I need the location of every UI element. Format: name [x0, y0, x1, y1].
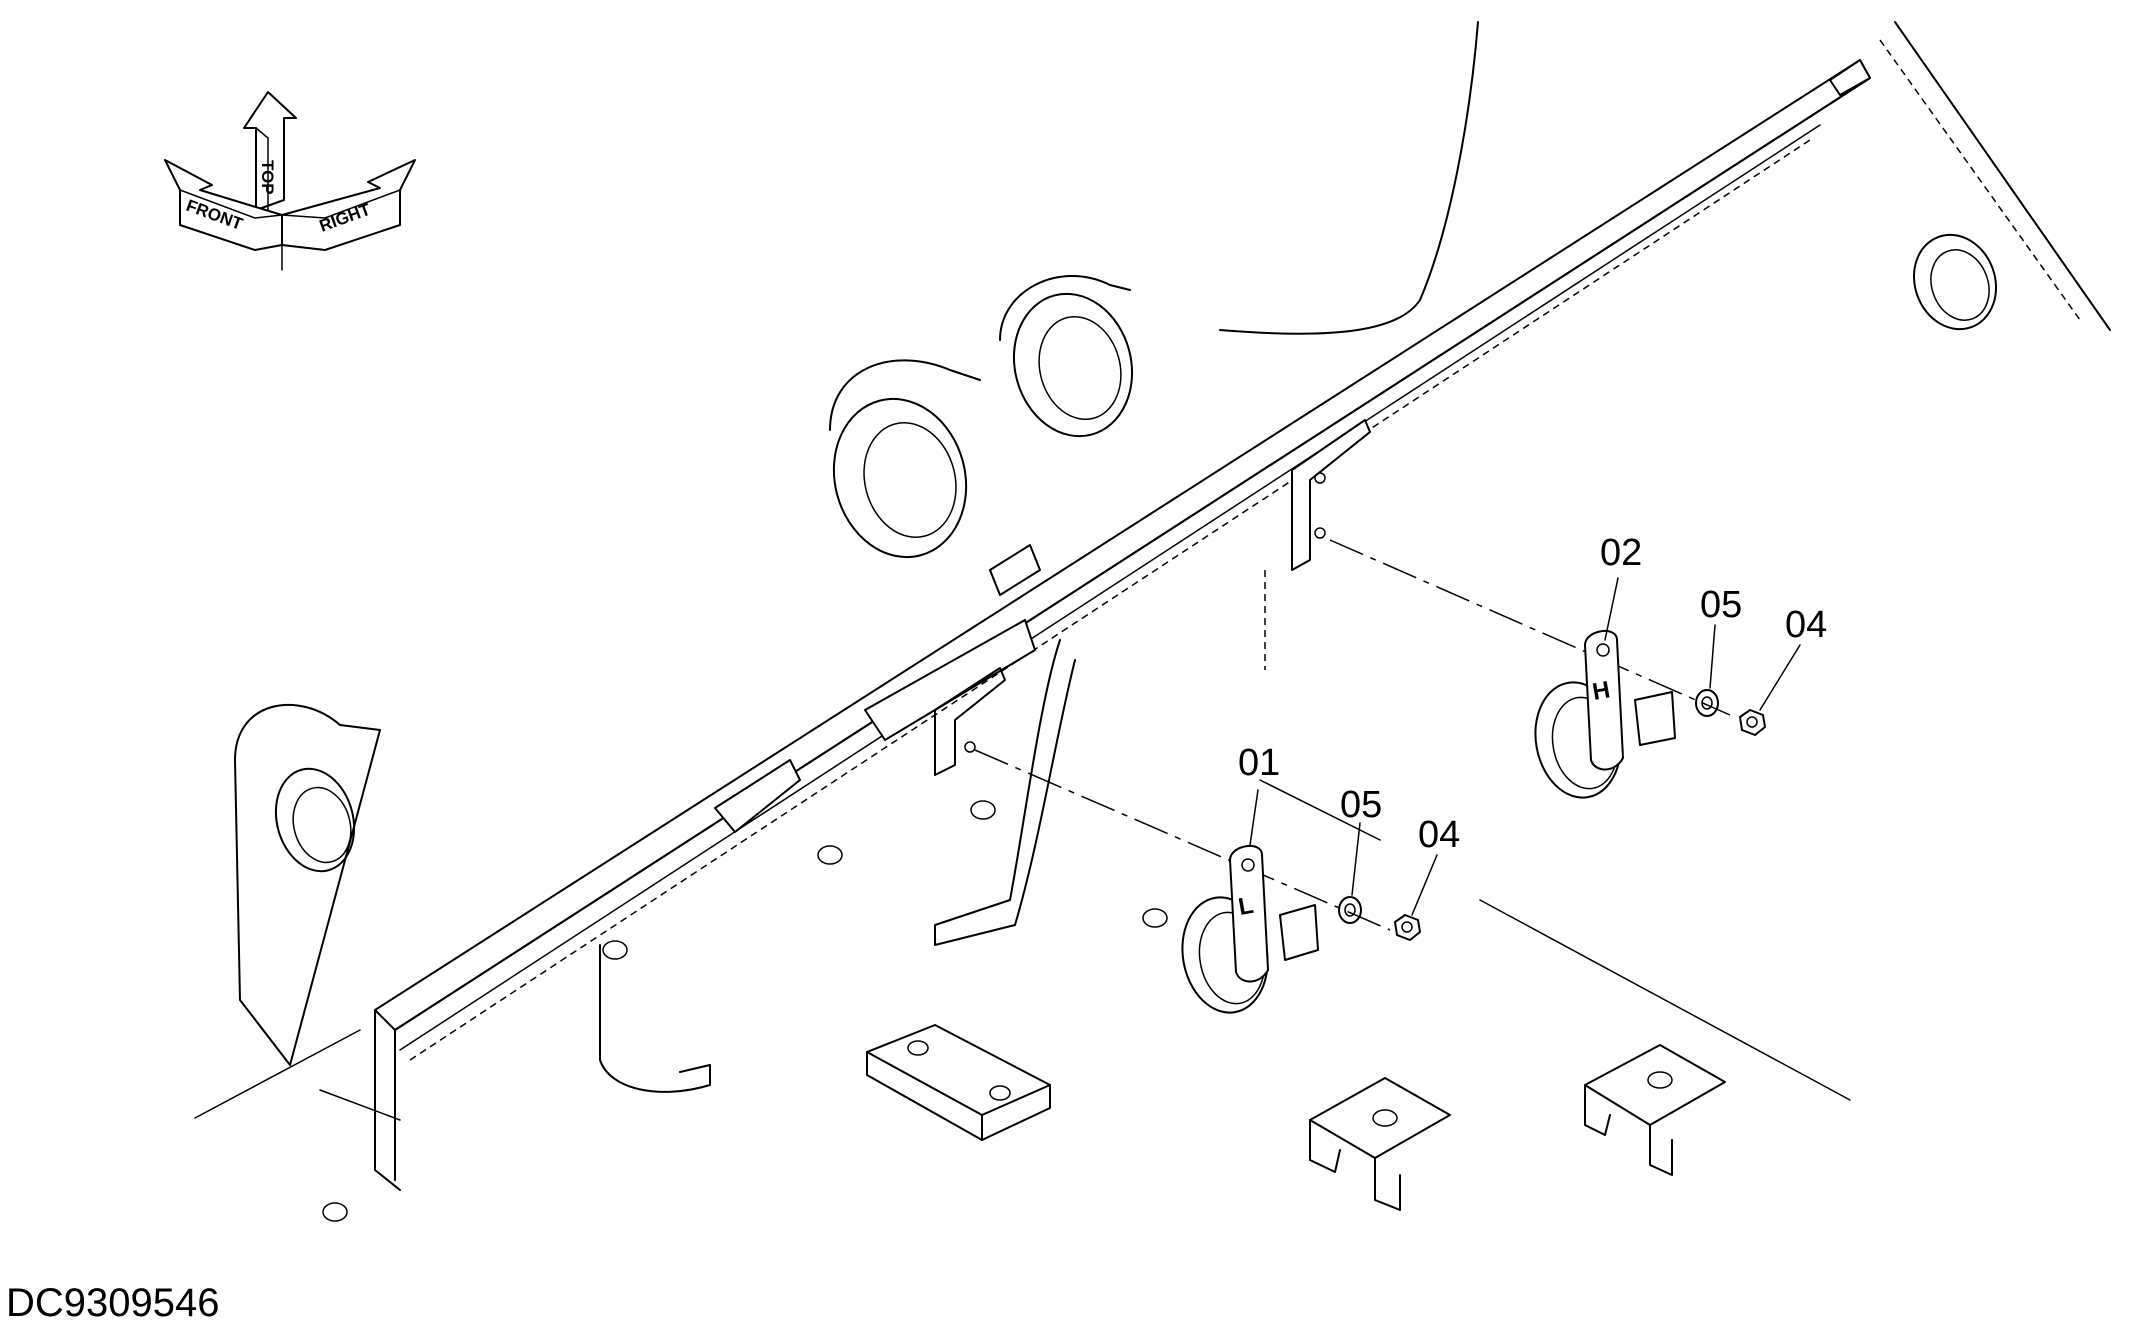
clamp-blocks [866, 1024, 1726, 1211]
callout-04-lower: 04 [1418, 814, 1460, 856]
horn-high-mark: H [1590, 676, 1612, 706]
orientation-compass: FRONT TOP RIGHT [164, 91, 416, 271]
horn-low: L [1181, 845, 1319, 1014]
chassis-frame [194, 21, 2111, 1121]
callout-01: 01 [1238, 742, 1280, 784]
washer-05-upper [1695, 689, 1719, 717]
fasteners [1338, 689, 1766, 941]
compass-top-label: TOP [258, 160, 277, 195]
callout-04-upper: 04 [1785, 604, 1827, 646]
washer-05-lower [1338, 896, 1362, 924]
horn-brackets [599, 419, 1371, 1093]
horn-low-mark: L [1236, 892, 1255, 921]
drawing-number: DC9309546 [6, 1281, 220, 1325]
leader-lines [1249, 577, 1801, 916]
callout-05-lower: 05 [1340, 784, 1382, 826]
horn-high: H [1534, 630, 1676, 799]
callout-02: 02 [1600, 532, 1642, 574]
mounting-lugs [234, 275, 1134, 1066]
frame-holes [322, 800, 1168, 1222]
frame-beam [374, 59, 1871, 1191]
nut-04-lower [1394, 914, 1421, 941]
callout-labels: 01 02 05 05 04 04 [1238, 532, 1827, 856]
assembly-centerlines [974, 539, 1731, 931]
nut-04-upper [1739, 709, 1766, 736]
callout-05-upper: 05 [1700, 584, 1742, 626]
